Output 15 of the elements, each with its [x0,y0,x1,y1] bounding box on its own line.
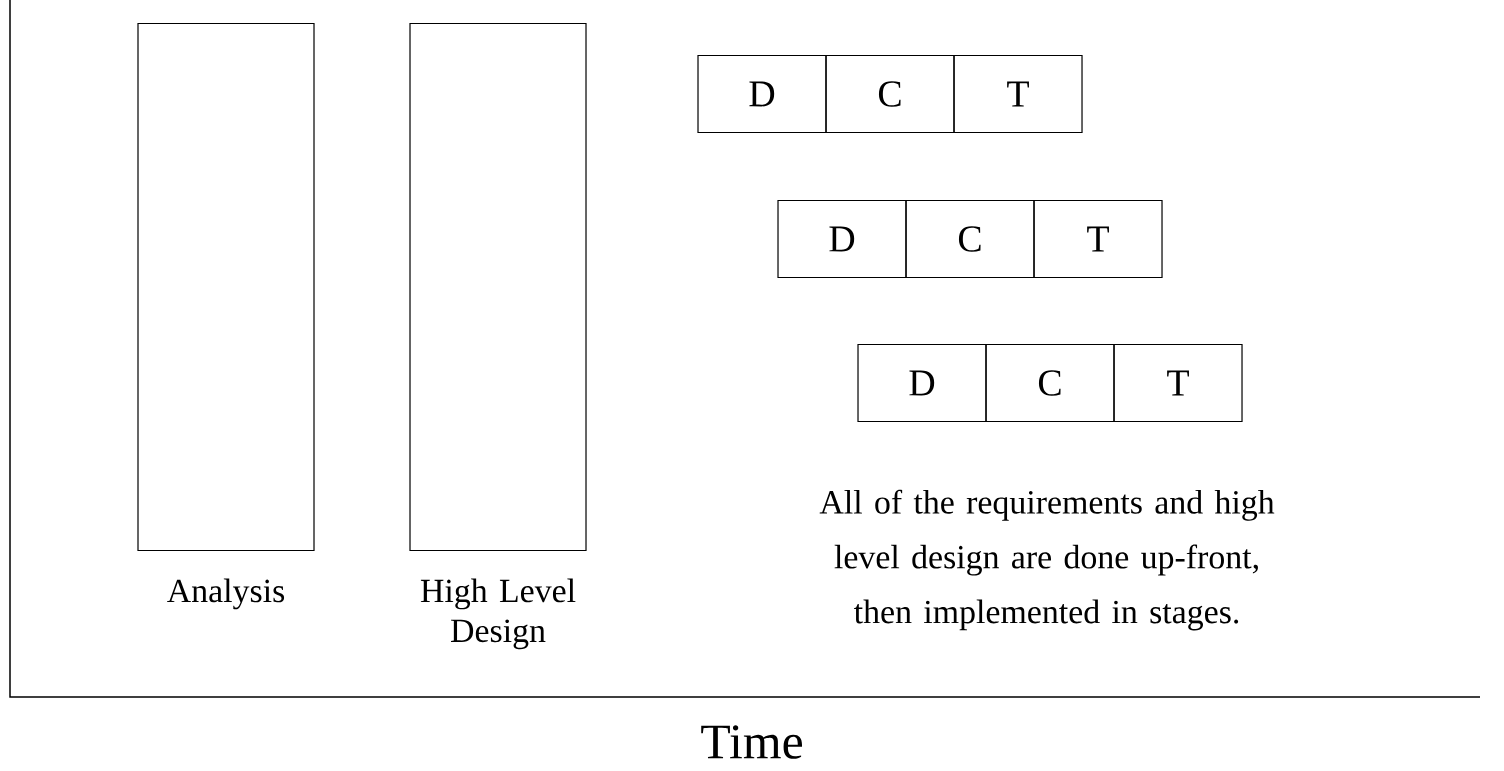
stage-cell: T [953,54,1083,134]
stage-cell: C [985,343,1115,423]
axis-label: Time [701,725,802,759]
stage-cell: T [1113,343,1243,423]
stage-cell: C [825,54,955,134]
stage-cell: D [857,343,987,423]
stage-cell: C [905,199,1035,279]
stage-cell: D [697,54,827,134]
note-text: All of the requirements and high level design are done up-front, then implemented in stages. [819,489,1275,631]
stage-cell: D [777,199,907,279]
node-label: High Level Design [420,578,576,650]
phase-box: Analysis [137,22,315,610]
stage-cell: T [1033,199,1163,279]
node-label: Analysis [167,578,285,610]
phase-box: High Level Design [409,22,587,650]
